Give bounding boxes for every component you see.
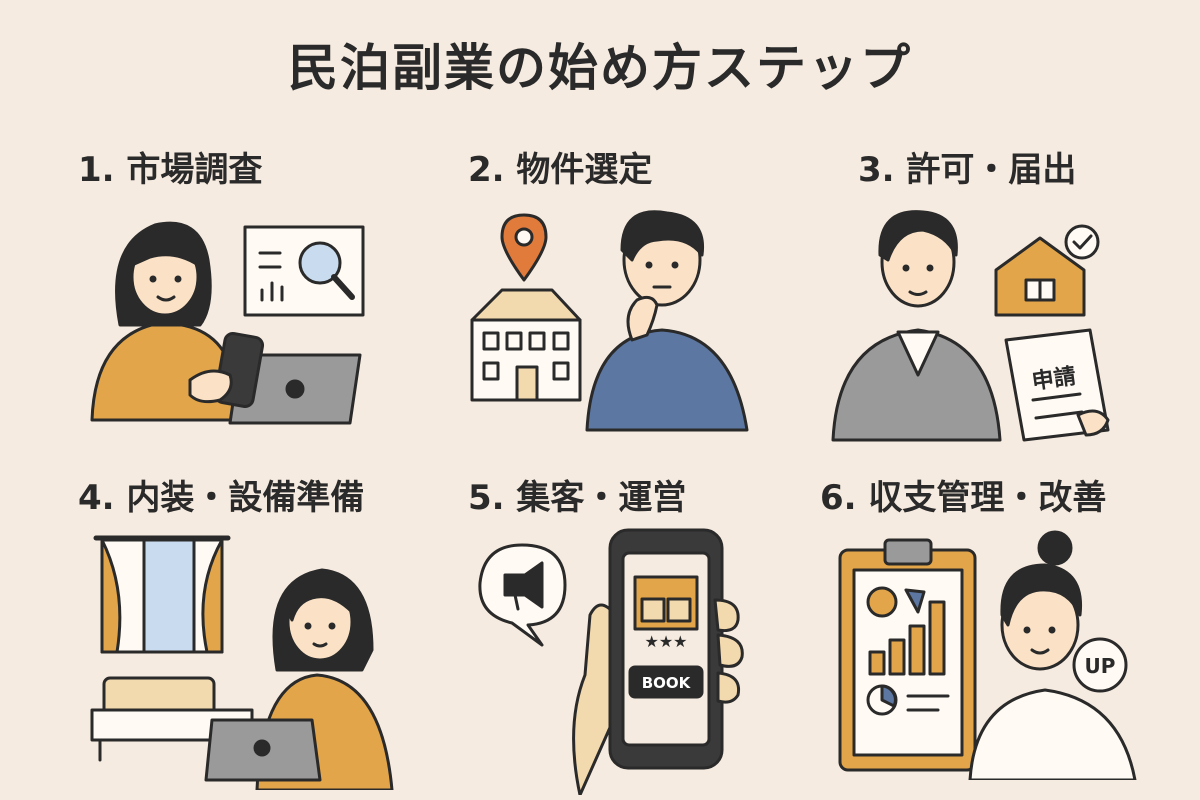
clipboard-chart-icon (838, 538, 977, 772)
step-2-label: 2. 物件選定 (468, 150, 653, 190)
building-icon (470, 288, 582, 402)
document-text: 申請 (1030, 363, 1077, 395)
book-button-label: BOOK (642, 674, 692, 692)
page-title: 民泊副業の始め方ステップ (288, 39, 912, 97)
step-1-label: 1. 市場調査 (78, 150, 263, 190)
book-button (628, 665, 704, 699)
step-4-label: 4. 内装・設備準備 (78, 478, 365, 518)
permit-illustration: 申請 (828, 200, 1128, 445)
revenue-management-illustration: UP (830, 530, 1150, 780)
rating-stars: ★★★ (644, 632, 687, 651)
step-5-label: 5. 集客・運営 (468, 478, 687, 518)
house-check-icon (994, 224, 1100, 317)
up-badge-text: UP (1085, 654, 1116, 678)
megaphone-icon (478, 543, 567, 647)
interior-setup-illustration (82, 530, 402, 790)
chart-panel-icon (243, 225, 365, 317)
smartphone-icon (608, 528, 724, 770)
location-pin-icon (500, 213, 548, 282)
marketing-illustration: ★★★ BOOK (470, 525, 770, 795)
window-curtain-icon (93, 535, 231, 654)
market-research-illustration (80, 205, 380, 435)
step-3-label: 3. 許可・届出 (858, 150, 1077, 190)
up-badge-icon (1072, 637, 1128, 693)
application-document-icon (1004, 328, 1110, 442)
step-6-label: 6. 収支管理・改善 (820, 478, 1107, 518)
property-selection-illustration (462, 205, 762, 435)
